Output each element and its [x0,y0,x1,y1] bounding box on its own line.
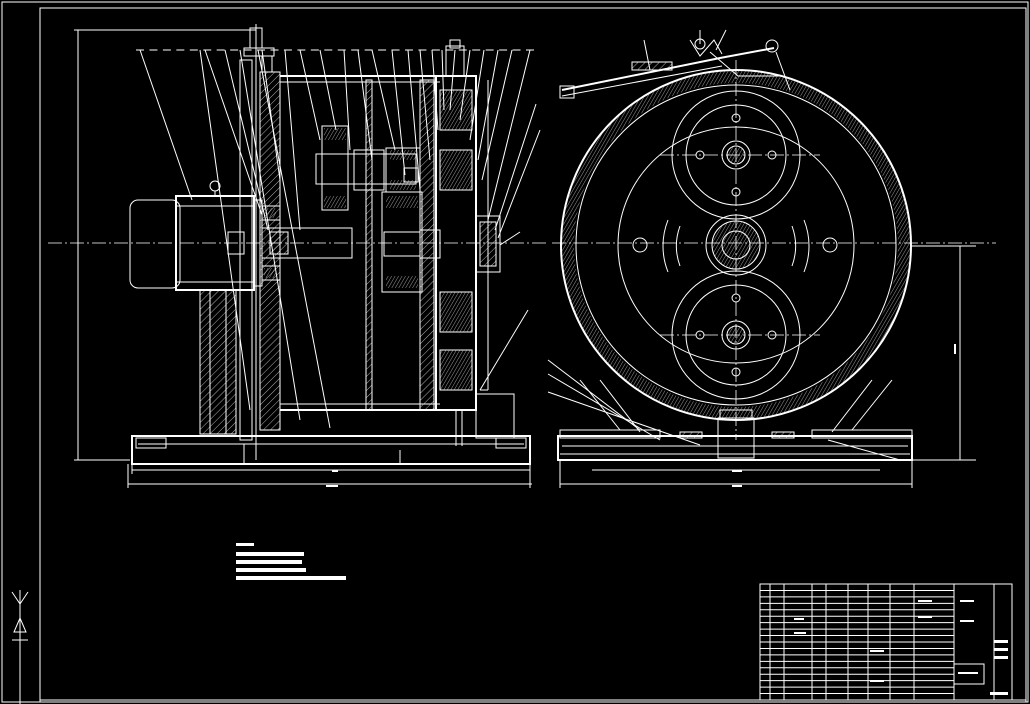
base-frame-end [557,435,913,461]
motor-support [199,289,237,435]
right-support [455,393,515,446]
brake-lever [559,29,791,99]
end-centre-hub [632,214,838,276]
input-shaft [261,205,353,281]
end-height-dimension [912,245,976,461]
base-frame-side [131,435,531,465]
motor [129,180,263,291]
drum-body [280,75,440,411]
drum-outer-rim [560,69,912,421]
end-view [547,29,996,488]
end-gear-lower [671,270,801,400]
end-bottom-dimensions [559,460,913,488]
planet-gear-upper [315,125,421,211]
sun-gear [381,191,441,293]
title-block [759,583,1013,701]
end-view-leaders [547,359,901,461]
end-gear-upper [671,90,801,220]
technical-notes [236,543,346,580]
orientation-marks [11,590,29,704]
side-section-view [48,24,548,488]
bottom-dimensions-side [127,464,532,488]
brake-assembly [435,39,501,411]
